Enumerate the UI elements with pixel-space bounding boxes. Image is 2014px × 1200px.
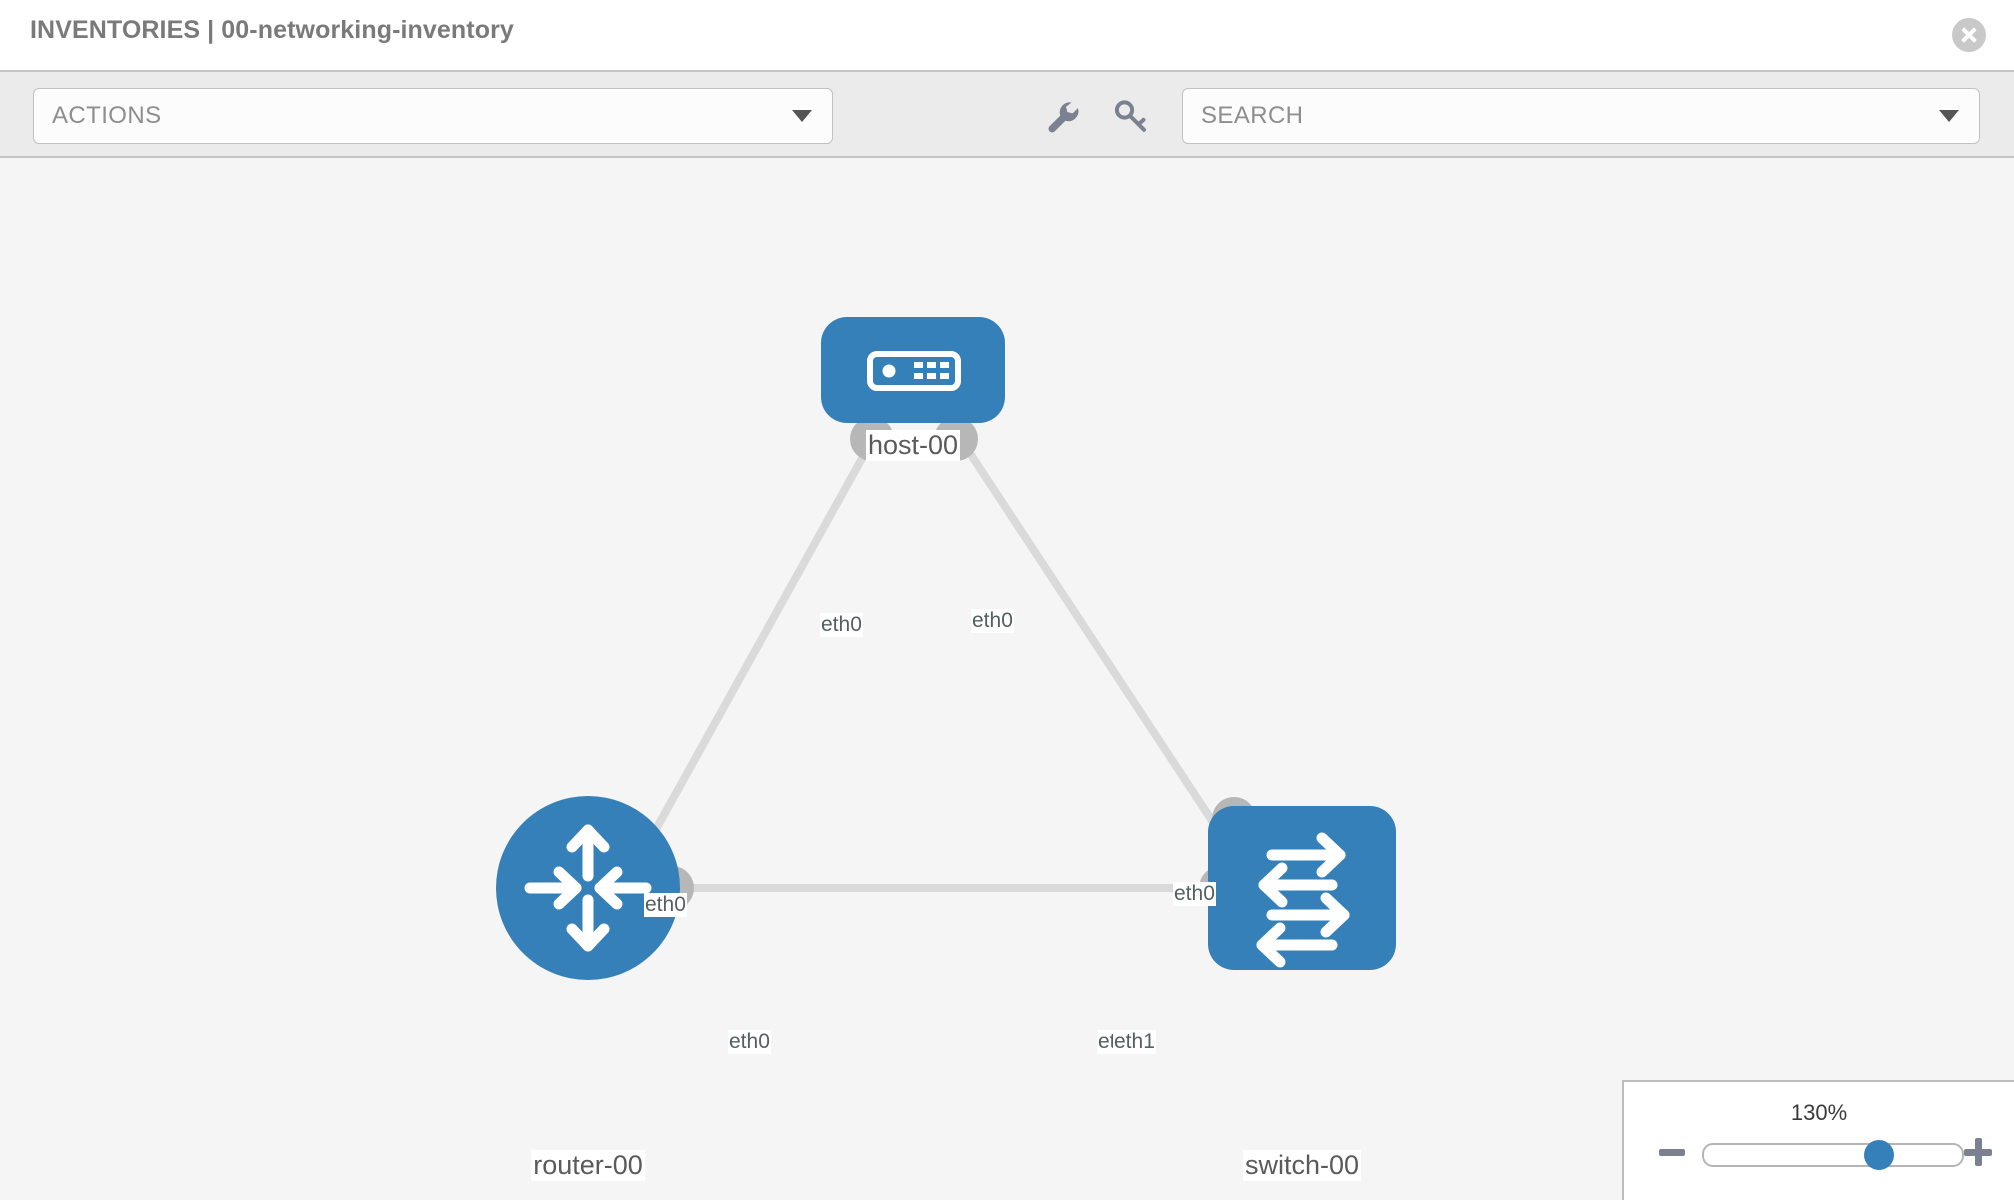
node-label-switch-00: switch-00 [1242, 1150, 1362, 1181]
page-title: INVENTORIES | 00-networking-inventory [30, 16, 514, 44]
zoom-level-label: 130% [1790, 1100, 1848, 1125]
key-icon-svg [1114, 100, 1146, 132]
minus-icon [1659, 1149, 1685, 1156]
edge-label-switch00-eth1: eth1 [1113, 1030, 1156, 1054]
search-dropdown[interactable]: SEARCH [1182, 88, 1980, 144]
node-switch-00[interactable] [1208, 806, 1396, 970]
zoom-slider-thumb[interactable] [1864, 1140, 1895, 1170]
zoom-control-panel: 130% [1622, 1080, 2014, 1200]
actions-dropdown[interactable]: ACTIONS [33, 88, 833, 144]
wrench-icon-svg [1048, 102, 1079, 133]
topology-graph [496, 317, 1396, 980]
page-header: INVENTORIES | 00-networking-inventory [0, 0, 2014, 70]
edge-label-host00-eth0-right: eth0 [971, 609, 1014, 633]
server-appliance-icon [867, 351, 961, 391]
chevron-down-icon [792, 110, 812, 122]
port-group [650, 417, 1256, 910]
switch-arrows-icon [1256, 832, 1350, 968]
zoom-slider-row [1624, 1132, 2014, 1172]
chevron-down-icon [1939, 110, 1959, 122]
zoom-out-button[interactable] [1656, 1136, 1688, 1168]
toolbar: ACTIONS SEARCH [0, 70, 2014, 158]
wrench-icon[interactable] [1042, 96, 1084, 138]
edge-label-router00-eth0: eth0 [644, 893, 687, 917]
link-host00-router00[interactable] [636, 424, 884, 860]
close-icon[interactable] [1952, 18, 1986, 52]
node-label-router-00: router-00 [531, 1150, 645, 1181]
router-arrows-icon [524, 824, 652, 952]
link-group [636, 423, 1234, 892]
node-host-00[interactable] [821, 317, 1005, 423]
edge-label-host00-eth0-left: eth0 [820, 613, 863, 637]
topology-canvas[interactable]: host-00 router-00 switch-00 eth0 eth0 et… [0, 158, 2014, 1200]
link-host00-switch00[interactable] [948, 423, 1234, 851]
search-input-placeholder: SEARCH [1201, 102, 1304, 129]
zoom-in-button[interactable] [1962, 1136, 1994, 1168]
edge-label-switch00-eth0: eth0 [1173, 882, 1216, 906]
key-icon[interactable] [1110, 96, 1152, 138]
node-router-00[interactable] [496, 796, 680, 980]
actions-dropdown-label: ACTIONS [52, 102, 162, 129]
zoom-slider-track[interactable] [1702, 1140, 1964, 1170]
node-label-host-00: host-00 [865, 430, 961, 461]
edge-label-router00-eth0-b: eth0 [728, 1030, 771, 1054]
plus-icon-vertical [1974, 1138, 1982, 1166]
